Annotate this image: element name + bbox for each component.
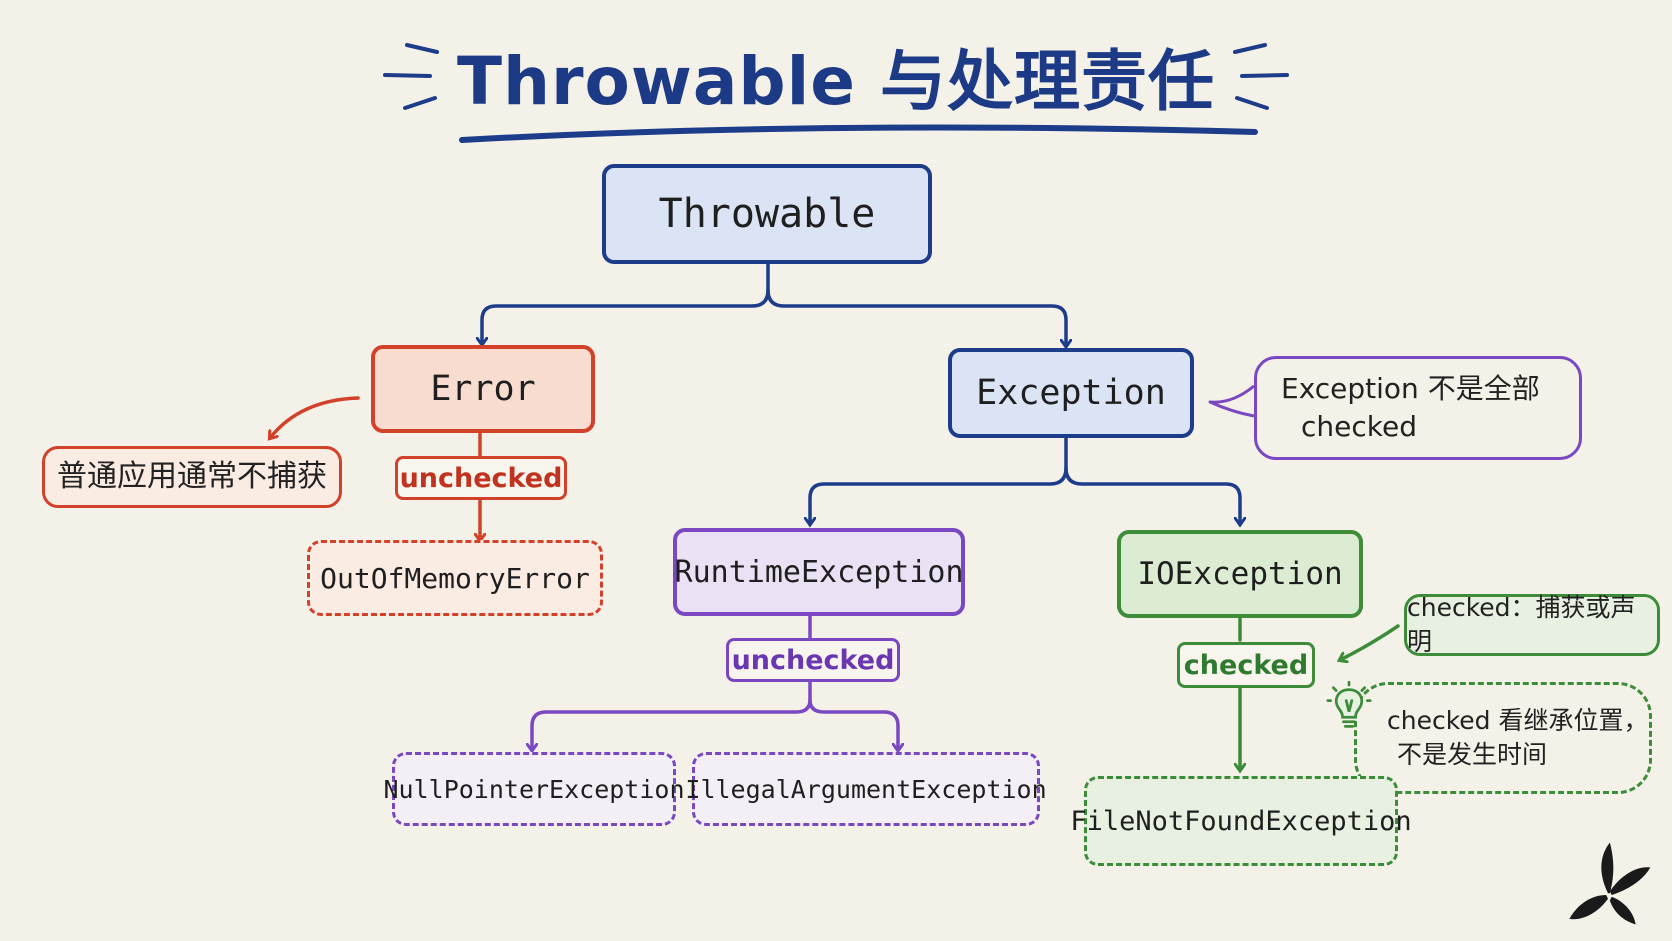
title-underline — [459, 124, 1258, 143]
node-exception: Exception — [948, 348, 1194, 438]
error-unchecked-tag: unchecked — [395, 456, 567, 500]
exception-note: Exception 不是全部 checked — [1254, 356, 1582, 460]
runtime-unchecked-tag: unchecked — [726, 638, 900, 682]
node-error-label: Error — [430, 369, 536, 409]
exception-note-line1: Exception 不是全部 — [1281, 372, 1540, 406]
node-file-not-found-exception-label: FileNotFoundException — [1070, 805, 1412, 837]
checked-rule-note: checked：捕获或声明 — [1404, 593, 1660, 656]
node-runtime-exception: RuntimeException — [673, 528, 965, 616]
node-io-exception-label: IOException — [1137, 556, 1343, 592]
node-null-pointer-exception-label: NullPointerException — [383, 774, 685, 804]
tip-note-line1: checked 看继承位置， — [1387, 706, 1649, 736]
node-null-pointer-exception: NullPointerException — [383, 752, 685, 826]
tip-note-line2: 不是发生时间 — [1397, 740, 1548, 769]
node-out-of-memory-error: OutOfMemoryError — [307, 540, 603, 616]
node-exception-label: Exception — [976, 373, 1166, 413]
butterfly-icon — [1569, 842, 1651, 925]
io-checked-tag: checked — [1177, 642, 1315, 688]
exception-note-line2: checked — [1301, 410, 1417, 443]
node-throwable-label: Throwable — [658, 191, 876, 237]
node-io-exception: IOException — [1117, 530, 1363, 618]
node-error: Error — [371, 345, 595, 433]
node-runtime-exception-label: RuntimeException — [674, 554, 964, 590]
node-throwable: Throwable — [602, 164, 932, 264]
checked-rule-note-text: checked：捕获或声明 — [1407, 593, 1636, 656]
error-note: 普通应用通常不捕获 — [42, 446, 342, 508]
node-file-not-found-exception: FileNotFoundException — [1070, 776, 1412, 866]
node-illegal-argument-exception: IllegalArgumentException — [685, 752, 1047, 826]
lightbulb-icon — [1326, 680, 1372, 728]
error-note-text: 普通应用通常不捕获 — [57, 458, 327, 494]
node-out-of-memory-error-label: OutOfMemoryError — [320, 561, 590, 595]
tip-note: checked 看继承位置， 不是发生时间 — [1354, 682, 1652, 794]
node-illegal-argument-exception-label: IllegalArgumentException — [685, 774, 1047, 804]
page-title: Throwable 与处理责任 — [456, 43, 1215, 120]
